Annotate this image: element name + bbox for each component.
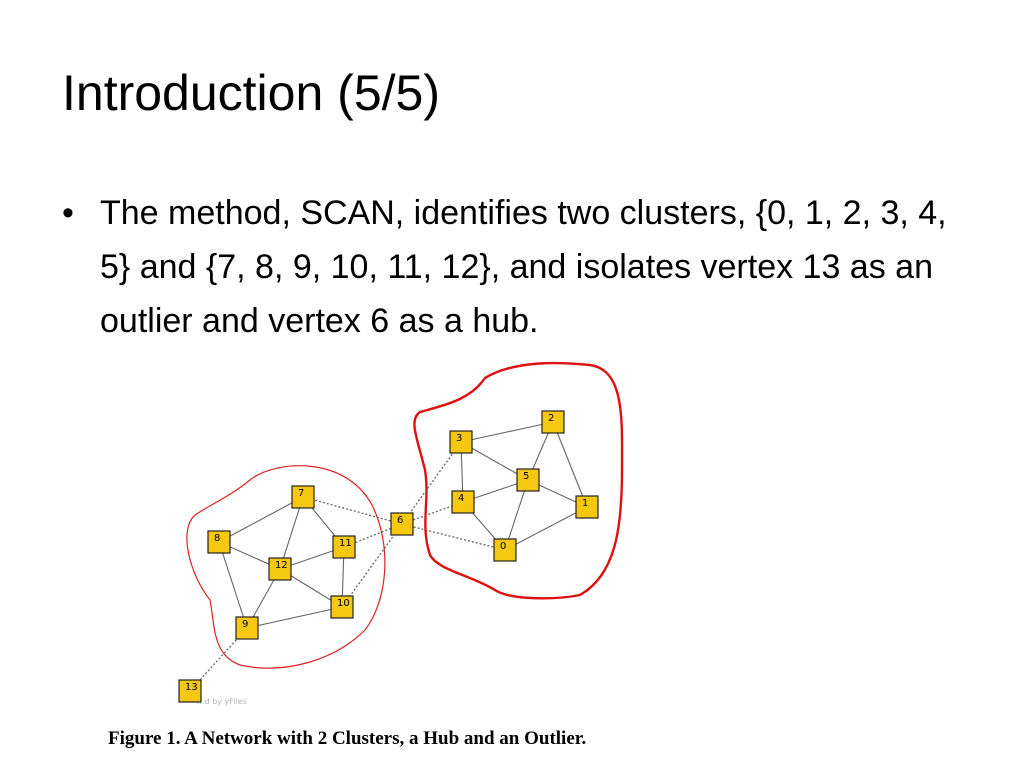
node-4: 4 <box>451 490 475 514</box>
node-box <box>449 430 473 454</box>
node-11: 11 <box>332 535 356 559</box>
left-cluster-outline <box>186 465 386 669</box>
edge-6-4 <box>401 501 464 525</box>
bullet-item: • The method, SCAN, identifies two clust… <box>62 186 962 348</box>
edges-layer <box>189 421 588 692</box>
edge-5-0 <box>504 479 529 551</box>
node-box <box>178 679 202 703</box>
node-box <box>516 468 540 492</box>
edge-7-12 <box>279 496 304 570</box>
node-box <box>268 557 292 581</box>
node-label: 12 <box>275 560 288 571</box>
edge-1-0 <box>504 506 588 551</box>
node-12: 12 <box>268 557 292 581</box>
edge-6-7 <box>302 496 403 525</box>
node-box <box>330 595 354 619</box>
node-8: 8 <box>207 530 231 554</box>
edge-6-3 <box>401 441 462 525</box>
node-box <box>541 410 565 434</box>
node-label: 0 <box>500 541 506 552</box>
edge-2-1 <box>552 421 588 508</box>
node-label: 5 <box>523 471 529 482</box>
edge-7-8 <box>218 496 304 543</box>
edge-9-10 <box>246 606 343 629</box>
node-box <box>332 535 356 559</box>
node-0: 0 <box>493 538 517 562</box>
node-box <box>575 495 599 519</box>
node-1: 1 <box>575 495 599 519</box>
node-label: 3 <box>456 433 462 444</box>
node-label: 9 <box>242 619 248 630</box>
node-label: 4 <box>458 493 464 504</box>
node-box <box>207 530 231 554</box>
node-5: 5 <box>516 468 540 492</box>
node-10: 10 <box>330 595 354 619</box>
node-box <box>291 485 315 509</box>
node-3: 3 <box>449 430 473 454</box>
bullet-list: • The method, SCAN, identifies two clust… <box>62 186 962 348</box>
node-label: 6 <box>397 515 403 526</box>
yfiles-watermark: ...d by yFiles <box>197 697 247 706</box>
edge-8-9 <box>218 541 248 629</box>
node-box <box>235 616 259 640</box>
node-label: 13 <box>185 682 198 693</box>
node-label: 7 <box>298 488 304 499</box>
node-label: 10 <box>337 598 350 609</box>
right-cluster-outline <box>413 361 624 600</box>
node-6: 6 <box>390 512 414 536</box>
node-box <box>451 490 475 514</box>
node-2: 2 <box>541 410 565 434</box>
node-13: 13 <box>178 679 202 703</box>
slide-title: Introduction (5/5) <box>62 65 440 121</box>
edge-6-0 <box>401 523 506 551</box>
figure-caption: Figure 1. A Network with 2 Clusters, a H… <box>108 728 587 749</box>
edge-6-10 <box>341 523 403 608</box>
node-box <box>390 512 414 536</box>
node-box <box>493 538 517 562</box>
node-label: 2 <box>548 413 554 424</box>
node-label: 11 <box>339 538 352 549</box>
edge-3-2 <box>460 421 554 443</box>
node-9: 9 <box>235 616 259 640</box>
node-label: 8 <box>214 533 220 544</box>
node-label: 1 <box>582 498 588 509</box>
bullet-dot-icon: • <box>62 194 74 232</box>
node-7: 7 <box>291 485 315 509</box>
bullet-text: The method, SCAN, identifies two cluster… <box>100 194 947 340</box>
